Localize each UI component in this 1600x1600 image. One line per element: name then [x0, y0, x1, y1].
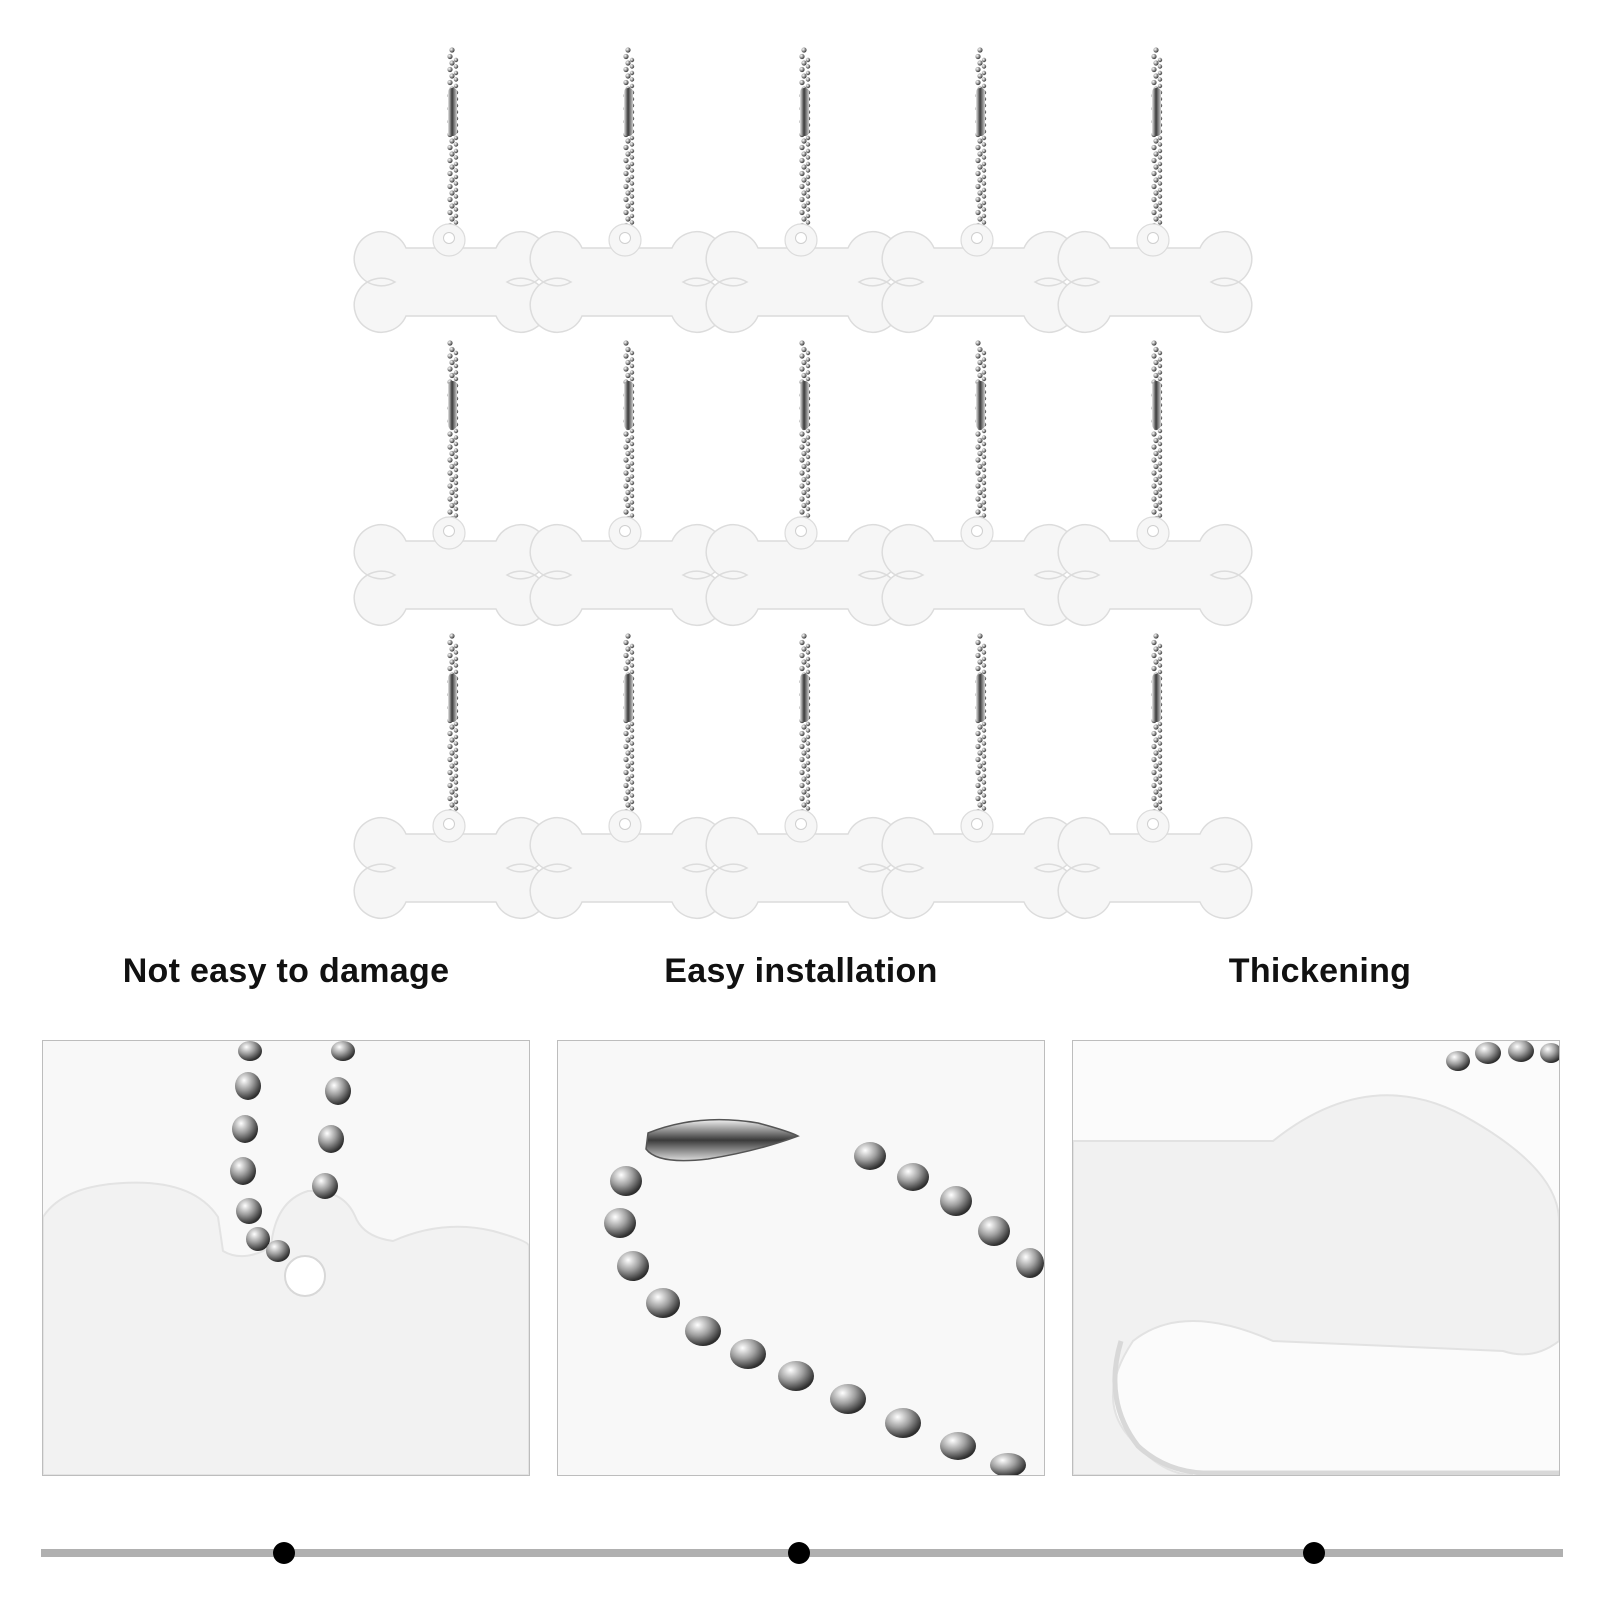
feature-caption-installation: Easy installation [664, 952, 938, 990]
timeline-dot-1 [273, 1542, 295, 1564]
timeline-dot-3 [1303, 1542, 1325, 1564]
bone-tag-keychain [881, 633, 1077, 919]
feature-image-damage [42, 1040, 530, 1476]
bone-tag-keychain [529, 47, 725, 333]
timeline-dot-2 [788, 1542, 810, 1564]
bone-tag-keychain [881, 340, 1077, 626]
bone-tag-keychain [529, 633, 725, 919]
feature-caption-thickening: Thickening [1228, 952, 1412, 990]
bone-tag-keychain [1057, 633, 1253, 919]
bone-tag-keychain [529, 340, 725, 626]
bone-tag-keychain [353, 340, 549, 626]
bone-tag-keychain [1057, 47, 1253, 333]
bone-tag-keychain [881, 47, 1077, 333]
feature-image-thickening [1072, 1040, 1560, 1476]
bone-tag-grid [353, 47, 1253, 919]
bone-tag-keychain [1057, 340, 1253, 626]
bone-tag-keychain [705, 47, 901, 333]
feature-image-installation [557, 1040, 1045, 1476]
feature-caption-damage: Not easy to damage [122, 952, 450, 990]
bone-tag-keychain [705, 633, 901, 919]
bone-tag-keychain [353, 47, 549, 333]
bone-tag-keychain [353, 633, 549, 919]
bone-tag-keychain [705, 340, 901, 626]
